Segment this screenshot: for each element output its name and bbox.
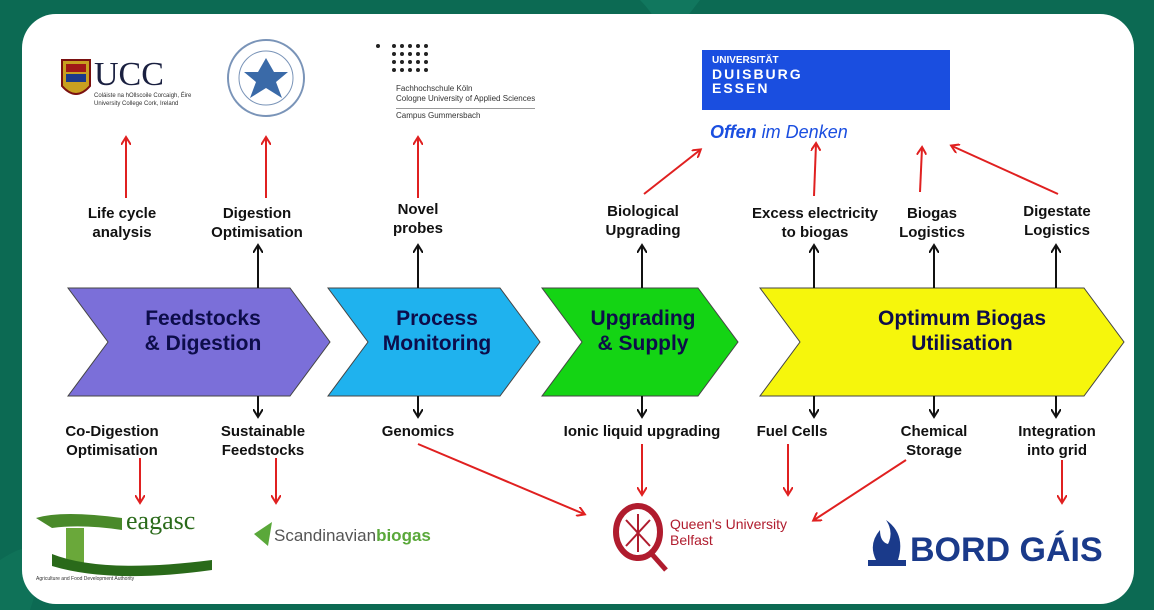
linkoping-seal-icon [227, 39, 305, 117]
scandinavian-name-a: Scandinavian [274, 526, 377, 545]
ucc-name: UCC [94, 56, 164, 93]
label-fuel-cells: Fuel Cells [756, 423, 828, 440]
label-chemical-storage: Chemical Storage [900, 423, 968, 459]
bordgais-logo: BORD GÁIS [910, 531, 1103, 569]
partner-arrows [126, 138, 1062, 520]
stage-chevron-feedstocks [67, 287, 331, 397]
stage-title-monitoring: Process Monitoring [382, 307, 492, 355]
label-biological-upgrading: Biological Upgrading [605, 203, 681, 239]
duisburg-line2: DUISBURG [712, 66, 803, 82]
koln-logo: Fachhochschule Köln Cologne University o… [396, 84, 536, 121]
duisburg-logo-box [702, 50, 950, 110]
label-sustainable-feedstocks: Sustainable Feedstocks [220, 423, 306, 459]
koln-line2: Cologne University of Applied Sciences [396, 94, 536, 103]
label-genomics: Genomics [381, 423, 455, 440]
duisburg-logo: UNIVERSITÄT DUISBURG ESSEN [712, 54, 803, 95]
label-integration-grid: Integration into grid [1018, 423, 1096, 459]
queens-line2: Belfast [670, 532, 713, 548]
ucc-logo: UCC Coláiste na hOllscoile Corcaigh, Éir… [94, 58, 191, 108]
stage-chevron-monitoring [327, 287, 541, 397]
label-life-cycle-analysis: Life cycle analysis [87, 205, 157, 241]
teagasc-logo: eagasc [126, 508, 195, 534]
ucc-crest-icon [61, 59, 91, 95]
bordgais-flame-icon [868, 520, 906, 566]
label-digestion-optimisation: Digestion Optimisation [211, 205, 303, 241]
ucc-line2: University College Cork, Ireland [94, 101, 179, 107]
koln-line1: Fachhochschule Köln [396, 84, 473, 93]
duisburg-line3: ESSEN [712, 80, 770, 96]
flow-diagram [36, 39, 1125, 577]
label-novel-probes: Novel probes [392, 201, 443, 237]
label-co-digestion: Co-Digestion Optimisation [65, 423, 159, 459]
duisburg-tagline: Offen im Denken [710, 122, 848, 143]
label-excess-electricity: Excess electricity to biogas [752, 205, 878, 241]
koln-dots-icon [376, 44, 428, 72]
stage-title-feedstocks: Feedstocks & Digestion [144, 307, 262, 355]
connector-arrows-down [258, 396, 1056, 416]
queens-crest-icon [613, 503, 668, 572]
stage-title-utilisation: Optimum Biogas Utilisation [877, 307, 1046, 355]
koln-line3: Campus Gummersbach [396, 108, 536, 121]
duisburg-line1: UNIVERSITÄT [712, 55, 779, 66]
queens-logo: Queen's University Belfast [670, 516, 787, 548]
connector-arrows-up [258, 246, 1056, 288]
stage-chevron-upgrading [541, 287, 739, 397]
duisburg-tagline-rest: im Denken [756, 122, 848, 142]
diagram-panel: Feedstocks & Digestion Process Monitorin… [22, 14, 1134, 604]
stage-chevron-utilisation [759, 287, 1125, 397]
scandinavian-leaf-icon [254, 522, 272, 546]
duisburg-tagline-bold: Offen [710, 122, 757, 142]
label-ionic-liquid: Ionic liquid upgrading [563, 423, 721, 440]
label-digestate-logistics: Digestate Logistics [1023, 203, 1091, 239]
scandinavian-logo: Scandinavianbiogas [274, 526, 431, 546]
stage-title-upgrading: Upgrading & Supply [590, 307, 696, 355]
teagasc-name: eagasc [126, 506, 196, 535]
teagasc-subtitle: Agriculture and Food Development Authori… [36, 576, 135, 582]
scandinavian-name-b: biogas [376, 526, 431, 545]
teagasc-mark-icon [36, 514, 212, 577]
label-biogas-logistics: Biogas Logistics [899, 205, 965, 241]
queens-line1: Queen's University [670, 516, 788, 532]
ucc-line1: Coláiste na hOllscoile Corcaigh, Éire [94, 93, 192, 99]
